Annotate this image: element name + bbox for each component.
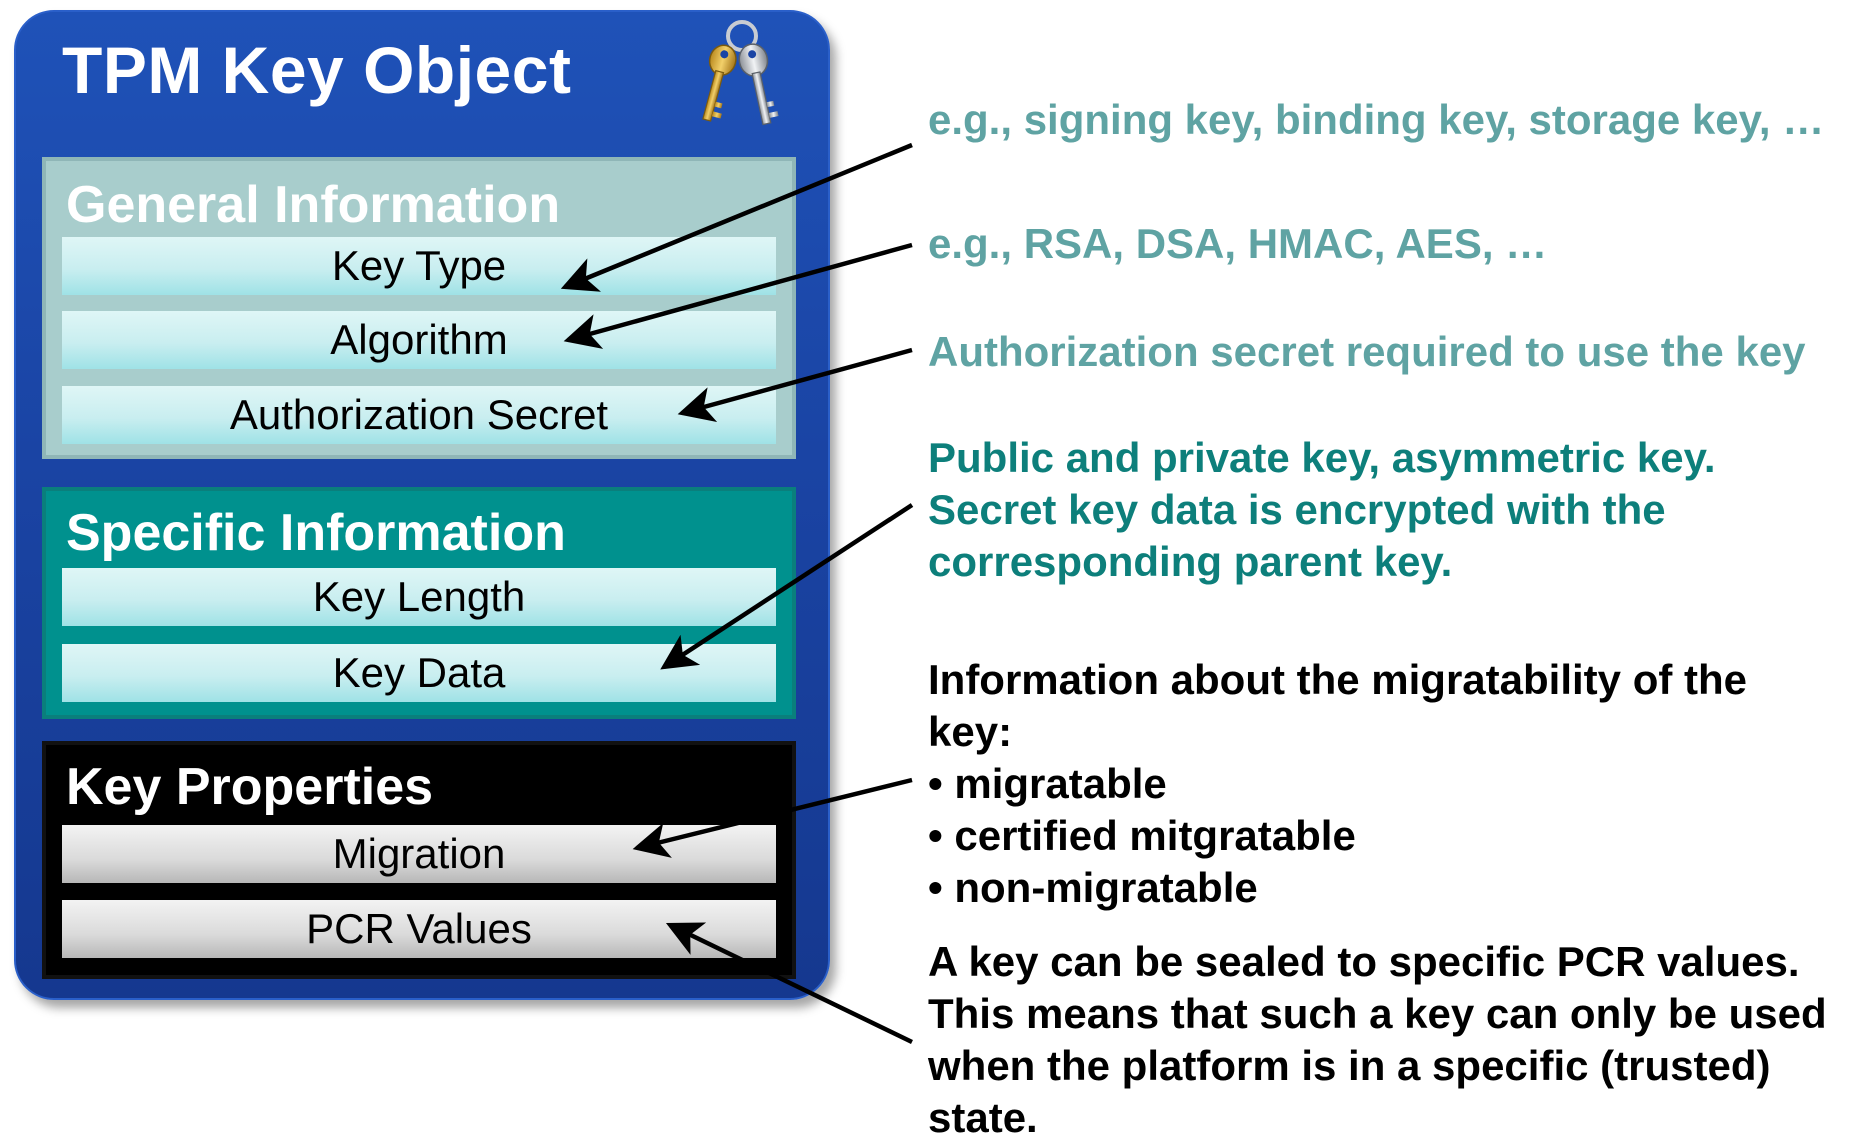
note-key-type: e.g., signing key, binding key, storage … [928,96,1825,143]
note-migration: Information about the migratability of t… [928,654,1747,914]
note-key-data-line: corresponding parent key. [928,538,1453,585]
field-key-data: Key Data [62,644,776,702]
note-migration-bullet: • non-migratable [928,864,1258,911]
note-algorithm: e.g., RSA, DSA, HMAC, AES, … [928,220,1548,267]
note-key-data-line: Public and private key, asymmetric key. [928,434,1716,481]
note-migration-line: Information about the migratability of t… [928,656,1747,703]
general-information-title: General Information [66,176,561,234]
key-properties-section: Key Properties Migration PCR Values [42,741,796,979]
key-properties-title: Key Properties [66,758,434,816]
note-migration-line: key: [928,708,1013,755]
note-migration-bullet: • migratable [928,760,1167,807]
note-key-data-line: Secret key data is encrypted with the [928,486,1666,533]
note-pcr-line: This means that such a key can only be u… [928,990,1827,1037]
note-pcr-line: when the platform is in a specific (trus… [928,1042,1771,1089]
note-pcr-line: state. [928,1094,1038,1141]
note-pcr-values: A key can be sealed to specific PCR valu… [928,936,1827,1144]
note-pcr-line: A key can be sealed to specific PCR valu… [928,938,1800,985]
field-pcr-values: PCR Values [62,900,776,958]
field-key-length: Key Length [62,568,776,626]
card-title: TPM Key Object [62,33,572,107]
specific-information-title: Specific Information [66,504,566,562]
field-algorithm: Algorithm [62,311,776,369]
specific-information-section: Specific Information Key Length Key Data [42,487,796,719]
field-key-type: Key Type [62,237,776,295]
keys-icon [702,20,779,126]
note-key-data: Public and private key, asymmetric key. … [928,432,1716,588]
field-migration: Migration [62,825,776,883]
note-authorization-secret: Authorization secret required to use the… [928,328,1806,375]
general-information-section: General Information Key Type Algorithm A… [42,157,796,459]
field-authorization-secret: Authorization Secret [62,386,776,444]
note-migration-bullet: • certified mitgratable [928,812,1356,859]
